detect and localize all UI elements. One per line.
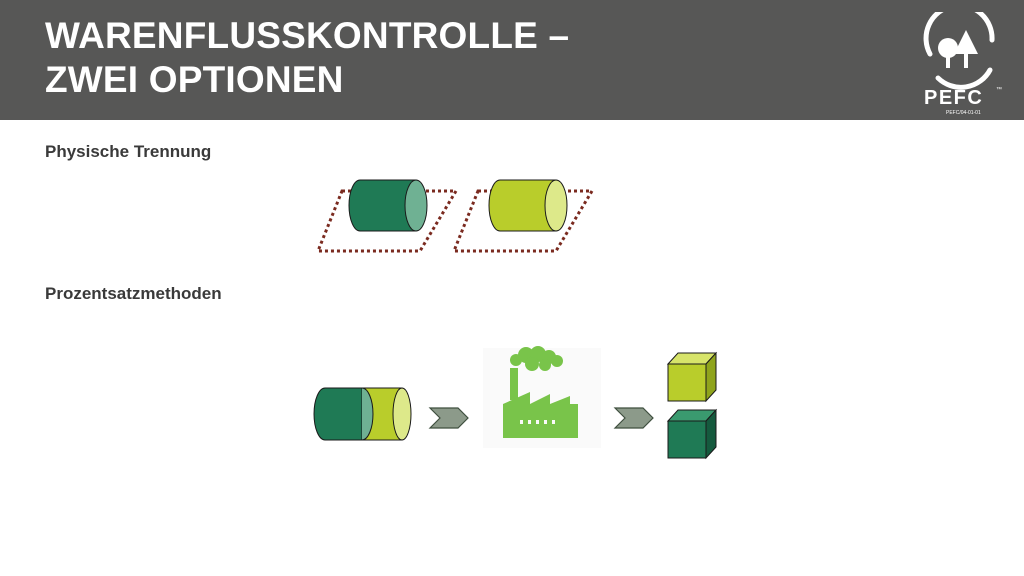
chevron-arrow-icon (428, 407, 469, 429)
dashed-storage-area-2 (451, 189, 595, 253)
physical-dark-group (315, 179, 459, 253)
cylinder-dark-green (348, 179, 428, 232)
cube-dark-green (666, 408, 718, 460)
header-bar: WARENFLUSSKONTROLLE – ZWEI OPTIONEN PEFC… (0, 0, 1024, 120)
dashed-storage-area-1 (315, 189, 459, 253)
title-line-1: WARENFLUSSKONTROLLE – (45, 15, 570, 56)
pefc-wordmark: PEFC (924, 87, 983, 109)
cube-light-green (666, 351, 718, 403)
cylinder-light-green (488, 179, 568, 232)
section-label-physical: Physische Trennung (45, 142, 212, 161)
trademark-symbol: ™ (996, 86, 1002, 93)
cylinder-mixed (313, 387, 412, 441)
page-title: WARENFLUSSKONTROLLE – ZWEI OPTIONEN (45, 14, 569, 102)
physical-light-group (451, 179, 595, 253)
pefc-logo: PEFC ™ PEFC/04-01-01 (923, 12, 1002, 116)
chevron-arrow-icon-2 (613, 407, 654, 429)
pefc-tree-logo-icon (923, 12, 995, 90)
title-line-2: ZWEI OPTIONEN (45, 59, 344, 100)
pefc-code: PEFC/04-01-01 (946, 110, 981, 116)
section-label-percentage: Prozentsatzmethoden (45, 284, 222, 303)
factory-icon (483, 346, 601, 448)
